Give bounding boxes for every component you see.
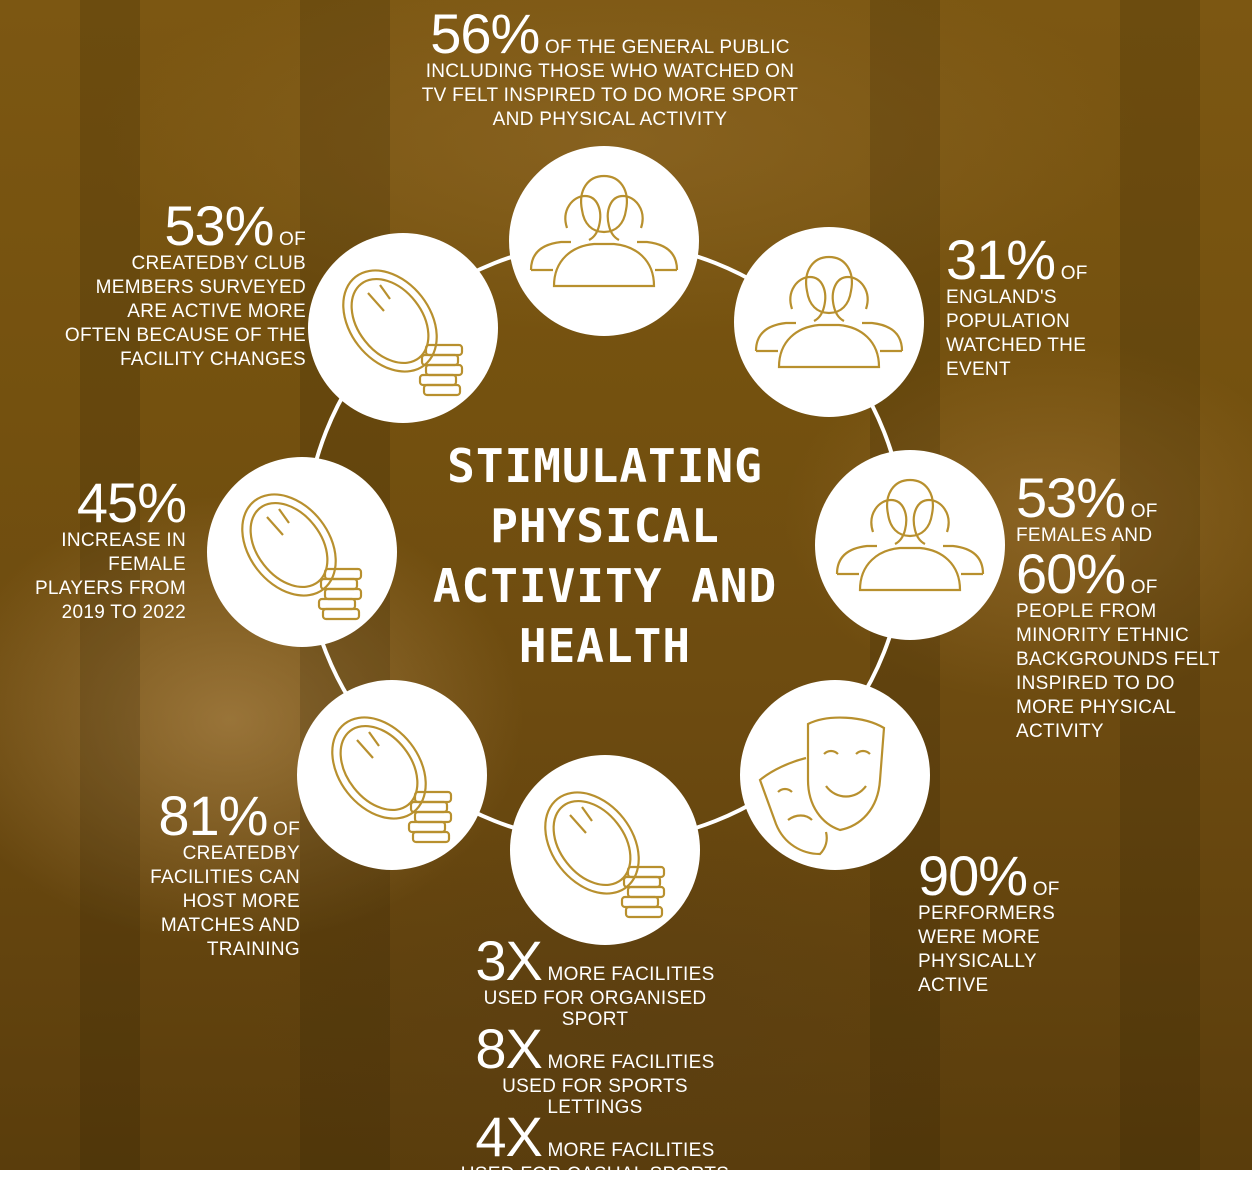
stat-line: MATCHES AND [160,915,300,936]
stat-value: 4X [475,1105,542,1168]
stat-casual: 4X MORE FACILITIES USED FOR CASUAL SPORT… [430,1109,760,1187]
stat-suffix: OF [279,229,306,250]
masks-circle-bottom-right [740,680,930,870]
stat-suffix: OF [273,819,300,840]
ball-circle-top-left [308,233,498,423]
stat-organised: 3X MORE FACILITIES USED FOR ORGANISED SP… [430,933,760,1030]
title-line: HEALTH [518,619,692,673]
stat-performers: 90% OF PERFORMERS WERE MORE PHYSICALLY A… [918,848,1148,998]
ball-circle-bottom-left [297,680,487,870]
people-group-icon [835,478,985,592]
stat-line: TRAINING [206,939,300,960]
stat-line: LETTINGS [547,1097,643,1118]
stat-line: TV FELT INSPIRED TO DO MORE SPORT [421,85,799,106]
rugby-ball-coins-icon [544,791,666,919]
stat-suffix: OF [1060,263,1088,284]
stat-line: BACKGROUNDS FELT [1016,649,1220,670]
stat-england-population: 31% OF ENGLAND'S POPULATION WATCHED THE … [946,232,1196,382]
title-line: STIMULATING [447,439,763,493]
stat-suffix: OF [1032,879,1060,900]
stat-suffix: MORE FACILITIES [547,964,715,985]
rugby-ball-coins-icon [241,493,363,621]
stat-value: 53% [1016,466,1126,529]
stat-suffix: OF [1130,577,1158,598]
stat-female-players: 45% INCREASE IN FEMALE PLAYERS FROM 2019… [10,475,187,625]
stat-value: 31% [946,228,1056,291]
theatre-masks-icon [758,716,886,856]
stat-line: HOST MORE [182,891,300,912]
stat-line: AND PHYSICAL ACTIVITY [492,109,728,130]
stat-line: FACILITIES CAN [150,867,300,888]
stat-createdby-facilities: 81% OF CREATEDBY FACILITIES CAN HOST MOR… [90,788,300,962]
stat-value: 90% [918,844,1028,907]
stat-facility-multipliers: 3X MORE FACILITIES USED FOR ORGANISED SP… [430,933,760,1187]
stat-line: EVENT [946,359,1011,380]
title-line: PHYSICAL [490,499,720,553]
stat-suffix: MORE FACILITIES [547,1052,715,1073]
stat-suffix: OF THE GENERAL PUBLIC [544,37,790,58]
page-title: STIMULATING PHYSICAL ACTIVITY AND HEALTH [380,436,830,676]
stat-value: 56% [430,2,540,65]
stat-line: 2019 TO 2022 [61,602,186,623]
background-shade [80,0,140,1170]
people-circle-top [509,146,699,336]
stat-value: 45% [76,471,187,534]
stat-females-ethnic: 53% OF FEMALES AND 60% OF PEOPLE FROM MI… [1016,470,1252,744]
stat-line: SPORT [561,1009,629,1030]
people-group-icon [529,174,679,288]
stat-line: PHYSICALLY [918,951,1037,972]
stat-line: ACTIVE [918,975,989,996]
stat-line: OFTEN BECAUSE OF THE [64,325,306,346]
stat-line: FEMALES AND [1016,525,1153,546]
stat-general-public: 56% OF THE GENERAL PUBLIC INCLUDING THOS… [360,6,860,132]
stat-line: CREATEDBY CLUB [131,253,306,274]
stat-line: ARE ACTIVE MORE [127,301,306,322]
stat-line: POPULATION [946,311,1071,332]
stat-line: PERFORMERS [918,903,1056,924]
ball-circle-bottom [510,755,700,945]
stat-suffix: MORE FACILITIES [547,1140,715,1161]
stat-line: INCLUDING THOSE WHO WATCHED ON [425,61,795,82]
stat-line: PLAYERS FROM [34,578,186,599]
stat-value: 81% [158,784,268,847]
stat-line: INSPIRED TO DO [1016,673,1175,694]
stat-value: 53% [164,194,274,257]
stat-line: WERE MORE [918,927,1040,948]
stat-lettings: 8X MORE FACILITIES USED FOR SPORTS LETTI… [430,1021,760,1118]
people-group-icon [754,255,904,369]
stat-line: FEMALE [108,554,186,575]
stat-value: 60% [1016,542,1126,605]
rugby-ball-coins-icon [331,716,453,844]
stat-club-members: 53% OF CREATEDBY CLUB MEMBERS SURVEYED A… [10,198,306,372]
background-shade [1120,0,1200,1170]
title-line: ACTIVITY AND [432,559,778,613]
stat-suffix: OF [1130,501,1158,522]
stat-line: USED FOR CASUAL SPORTS [460,1164,730,1185]
people-circle-right [815,450,1005,640]
stat-line: WATCHED THE [946,335,1087,356]
stat-line: MEMBERS SURVEYED [95,277,306,298]
stat-line: USED FOR ORGANISED [483,988,707,1009]
stat-line: INCREASE IN [61,530,186,551]
people-circle-top-right [734,227,924,417]
stat-line: ENGLAND'S [946,287,1057,308]
ball-circle-left [207,457,397,647]
stat-value: 8X [475,1017,542,1080]
stat-line: MORE PHYSICAL [1016,697,1177,718]
stat-value: 3X [475,929,542,992]
stat-line: PEOPLE FROM [1016,601,1157,622]
stat-line: CREATEDBY [182,843,300,864]
stat-line: FACILITY CHANGES [119,349,306,370]
rugby-ball-coins-icon [342,269,464,397]
stat-line: MINORITY ETHNIC [1016,625,1190,646]
stat-line: ACTIVITY [1016,721,1104,742]
stat-line: USED FOR SPORTS [502,1076,688,1097]
